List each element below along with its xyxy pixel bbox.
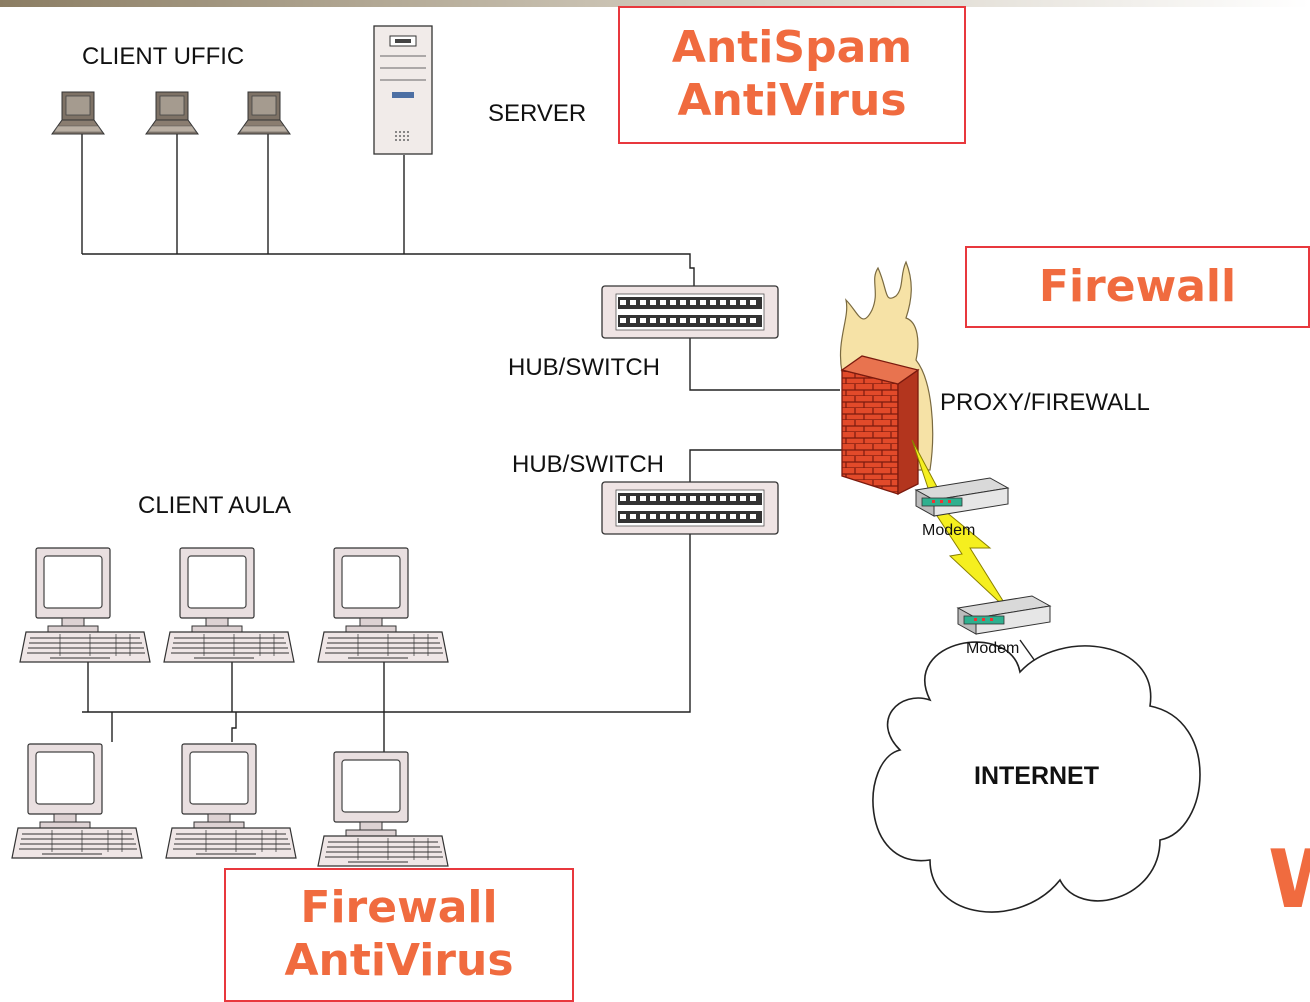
laptop-icon bbox=[51, 91, 105, 135]
desktop-computer-icon bbox=[19, 547, 151, 663]
top-gradient-bar bbox=[0, 0, 1310, 7]
client-aula-label: CLIENT AULA bbox=[138, 492, 291, 519]
modem-label: Modem bbox=[922, 522, 976, 539]
hub-switch-label-bottom: HUB/SWITCH bbox=[512, 451, 664, 478]
internet-cloud-icon bbox=[872, 641, 1201, 913]
client-uffic-label: CLIENT UFFIC bbox=[82, 43, 245, 70]
firewall-antivirus-callout: Firewall AntiVirus bbox=[224, 868, 574, 1002]
modem-label: Modem bbox=[966, 640, 1020, 657]
callout-line: Firewall bbox=[1038, 260, 1237, 312]
internet-label: INTERNET bbox=[974, 762, 1099, 790]
hub-switch-label-top: HUB/SWITCH bbox=[508, 354, 660, 381]
callout-line: AntiVirus bbox=[284, 935, 514, 986]
laptop-icon bbox=[237, 91, 291, 135]
firewall-callout: Firewall bbox=[965, 246, 1310, 328]
desktop-computer-icon bbox=[165, 743, 297, 859]
edge-text: W bbox=[1268, 840, 1310, 920]
antispam-antivirus-callout: AntiSpam AntiVirus bbox=[618, 6, 966, 144]
desktop-computer-icon bbox=[163, 547, 295, 663]
callout-line: AntiSpam bbox=[671, 22, 913, 74]
server-label: SERVER bbox=[488, 100, 587, 127]
proxy-firewall-label: PROXY/FIREWALL bbox=[940, 389, 1150, 416]
office-wiring bbox=[81, 134, 840, 391]
callout-line: AntiVirus bbox=[677, 75, 907, 126]
firewall-icon bbox=[839, 260, 934, 496]
desktop-computer-icon bbox=[11, 743, 143, 859]
laptop-icon bbox=[145, 91, 199, 135]
hub-switch-icon bbox=[601, 285, 779, 339]
hub-switch-icon bbox=[601, 481, 779, 535]
desktop-computer-icon bbox=[317, 547, 449, 663]
modem-icon bbox=[957, 595, 1051, 635]
desktop-computer-icon bbox=[317, 751, 449, 867]
server-icon bbox=[373, 25, 433, 155]
callout-line: Firewall bbox=[300, 882, 498, 934]
